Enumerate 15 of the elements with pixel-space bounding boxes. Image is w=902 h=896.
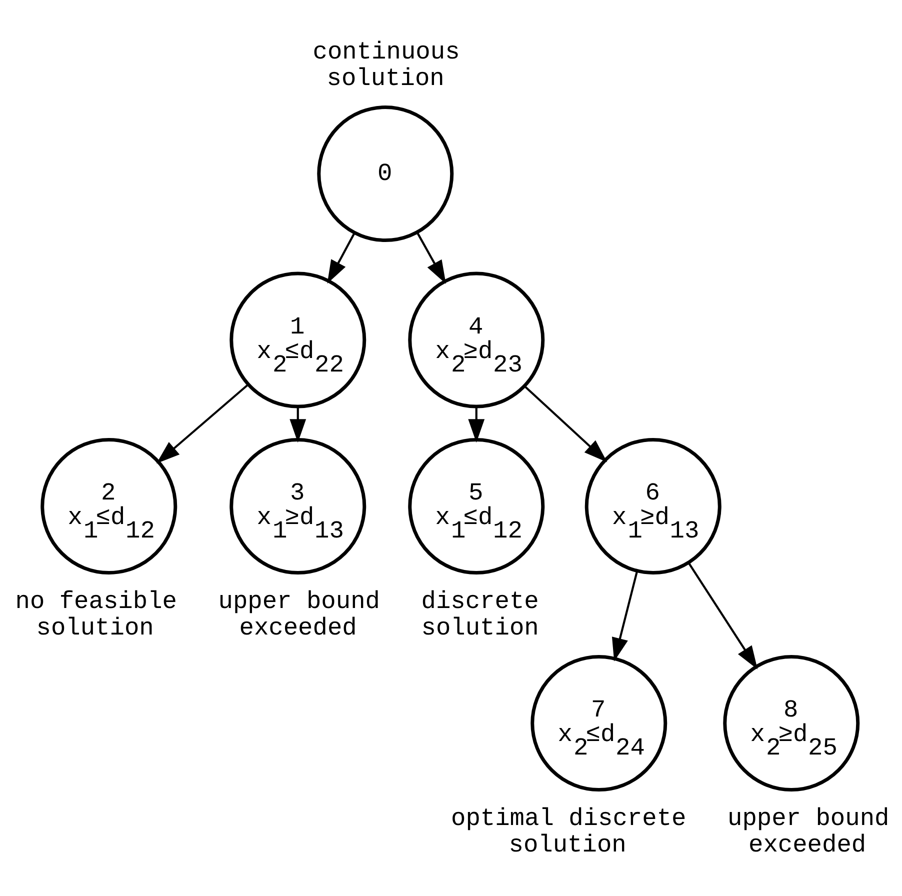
arrow <box>612 570 638 661</box>
arrow <box>524 384 608 462</box>
arrow <box>290 406 306 442</box>
node-label: continuous solution <box>312 39 460 92</box>
arrow <box>156 383 249 464</box>
node-label: no feasible solution <box>15 588 177 642</box>
node-circle: 0 <box>317 105 454 242</box>
node-label: upper bound exceeded <box>728 806 890 859</box>
arrow <box>416 231 446 284</box>
node-label: discrete solution <box>421 588 539 642</box>
arrow <box>327 232 356 284</box>
node-label: optimal discrete solution <box>451 806 686 859</box>
arrow <box>468 406 485 442</box>
arrow <box>688 562 758 669</box>
node-label: upper bound exceeded <box>218 588 380 642</box>
